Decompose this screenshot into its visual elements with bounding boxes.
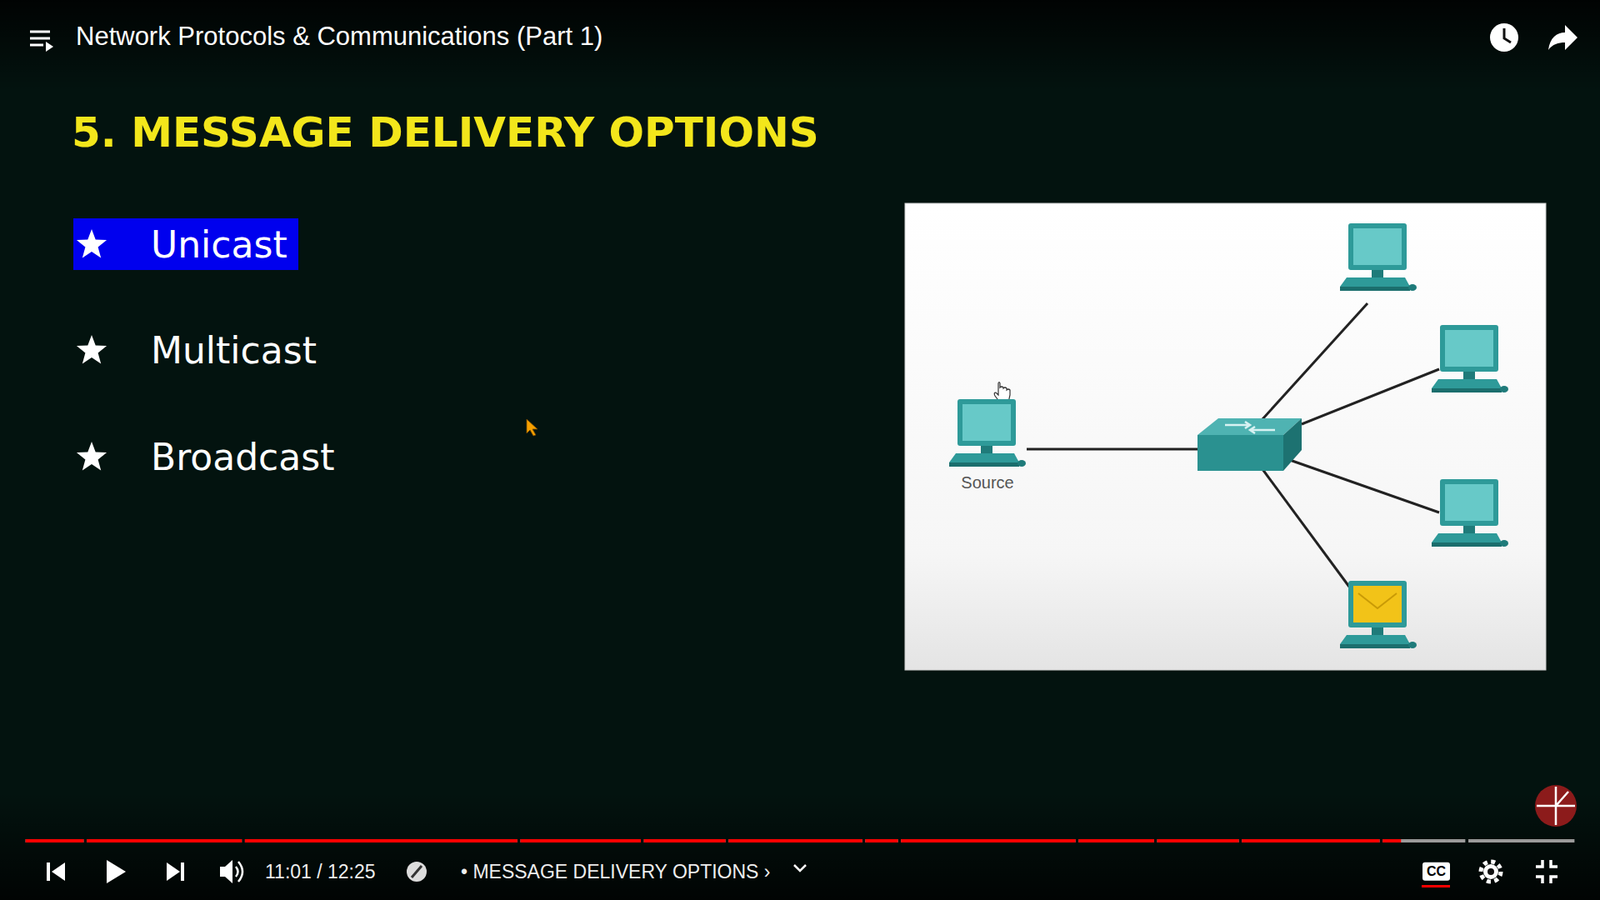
time-display: 11:01 / 12:25 [265,860,376,883]
bullet-star [76,229,107,258]
progress-played [728,839,862,843]
progress-played [865,839,898,843]
node-label: Source [945,473,1030,493]
share-icon [1548,25,1578,50]
video-title: Network Protocols & Communications (Part… [75,21,603,52]
picture-panel [905,203,1546,670]
bullet-star [76,335,107,364]
progress-played [644,839,726,843]
progress-played [1241,839,1380,843]
chapter-title: • MESSAGE DELIVERY OPTIONS › [460,860,770,883]
progress-track [644,839,726,843]
progress-played [245,839,518,843]
envelope-mark [1358,593,1397,609]
progress-track [520,839,640,843]
clock-icon [1490,23,1519,52]
progress-played [520,839,640,843]
progress-played [1382,839,1401,843]
network-links [1026,303,1440,587]
computer-icon [949,398,1026,469]
exit-fullscreen-icon [1535,860,1558,884]
cc-underline [1421,885,1450,888]
progress-bar [25,839,1575,843]
computer-shape [949,399,1026,467]
progress-track [1468,839,1575,843]
settings-icon [1480,861,1501,882]
arrow-cursor [526,419,538,436]
progress-played [1078,839,1155,843]
bullet-item: Multicast [150,330,317,373]
progress-played [1157,839,1240,843]
switch-icon [1197,418,1302,471]
progress-track [25,839,85,843]
playlist-icon-arrow [45,41,54,52]
autoplay-icon [406,861,427,882]
player-controls [46,860,233,884]
progress-track [728,839,862,843]
bullet-star [76,441,107,470]
slide-title: 5. MESSAGE DELIVERY OPTIONS [71,109,820,158]
progress-track [865,839,898,843]
progress-track [1157,839,1240,843]
bullet-item: Unicast [150,224,288,267]
progress-track [900,839,1075,843]
computer-node: Source [945,398,1030,493]
volume-waves [235,861,243,882]
highlight-box [73,218,299,270]
bottom-shade [0,791,1600,900]
bullet-item: Broadcast [150,436,335,480]
progress-played [86,839,242,843]
bullet-stars [76,229,107,470]
progress-track [86,839,242,843]
progress-track [1382,839,1465,843]
progress-track [1078,839,1155,843]
chapter-chevron [794,865,806,871]
progress-played [900,839,1075,843]
cc-button: CC [1422,862,1450,881]
progress-track [1241,839,1380,843]
progress-track [245,839,518,843]
message-screen [1353,585,1402,623]
top-shade [0,0,1600,92]
progress-played [25,839,85,843]
channel-logo [1535,785,1577,827]
